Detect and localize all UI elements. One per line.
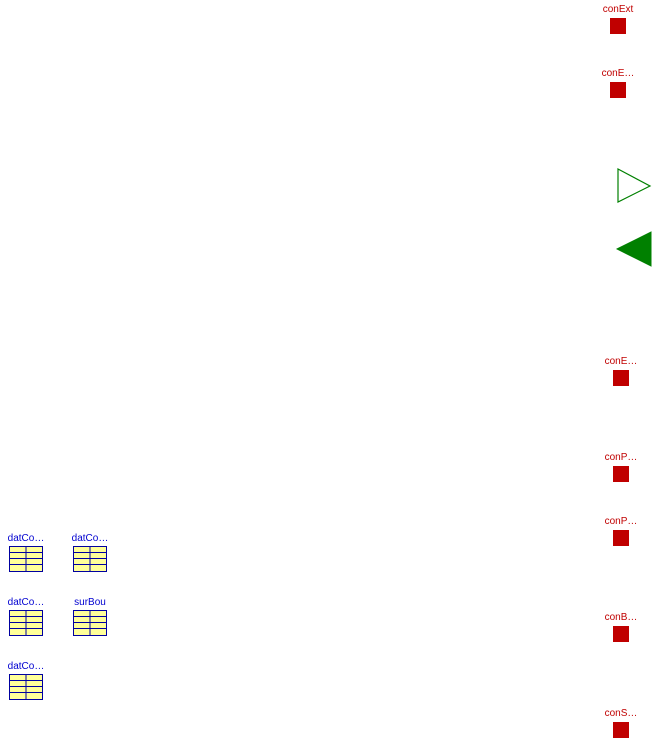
heat-port-icon[interactable] [613, 466, 629, 482]
record-label: datCo… [71, 533, 109, 544]
record-table-icon[interactable] [9, 610, 43, 636]
connector-label: conExt [602, 4, 634, 15]
record-label: datCo… [7, 533, 45, 544]
connector-label: conP… [604, 452, 638, 463]
record-dat-co-2[interactable]: datCo… [66, 533, 114, 572]
connector-label: conE… [601, 68, 635, 79]
heat-port-icon[interactable] [610, 18, 626, 34]
connector-label: conB… [604, 612, 638, 623]
connector-con-s[interactable]: conS… [597, 708, 645, 738]
connector-con-b[interactable]: conB… [597, 612, 645, 642]
connector-con-p-2[interactable]: conP… [597, 516, 645, 546]
heat-port-icon[interactable] [613, 370, 629, 386]
fluid-port-outlet-icon[interactable] [616, 168, 652, 204]
record-dat-co-4[interactable]: datCo… [2, 661, 50, 700]
connector-con-e-1[interactable]: conE… [594, 68, 642, 98]
connector-label: conE… [604, 356, 638, 367]
record-table-icon[interactable] [9, 674, 43, 700]
connector-con-p-1[interactable]: conP… [597, 452, 645, 482]
record-table-icon[interactable] [73, 546, 107, 572]
fluid-port-inlet-icon[interactable] [616, 231, 652, 267]
heat-port-icon[interactable] [610, 82, 626, 98]
record-table-icon[interactable] [9, 546, 43, 572]
connector-con-e-2[interactable]: conE… [597, 356, 645, 386]
connector-con-ext[interactable]: conExt [594, 4, 642, 34]
record-dat-co-3[interactable]: datCo… [2, 597, 50, 636]
heat-port-icon[interactable] [613, 626, 629, 642]
connector-label: conP… [604, 516, 638, 527]
record-sur-bou[interactable]: surBou [66, 597, 114, 636]
record-dat-co-1[interactable]: datCo… [2, 533, 50, 572]
record-label: surBou [74, 597, 106, 608]
heat-port-icon[interactable] [613, 722, 629, 738]
record-table-icon[interactable] [73, 610, 107, 636]
record-label: datCo… [7, 661, 45, 672]
connector-label: conS… [604, 708, 638, 719]
heat-port-icon[interactable] [613, 530, 629, 546]
record-label: datCo… [7, 597, 45, 608]
